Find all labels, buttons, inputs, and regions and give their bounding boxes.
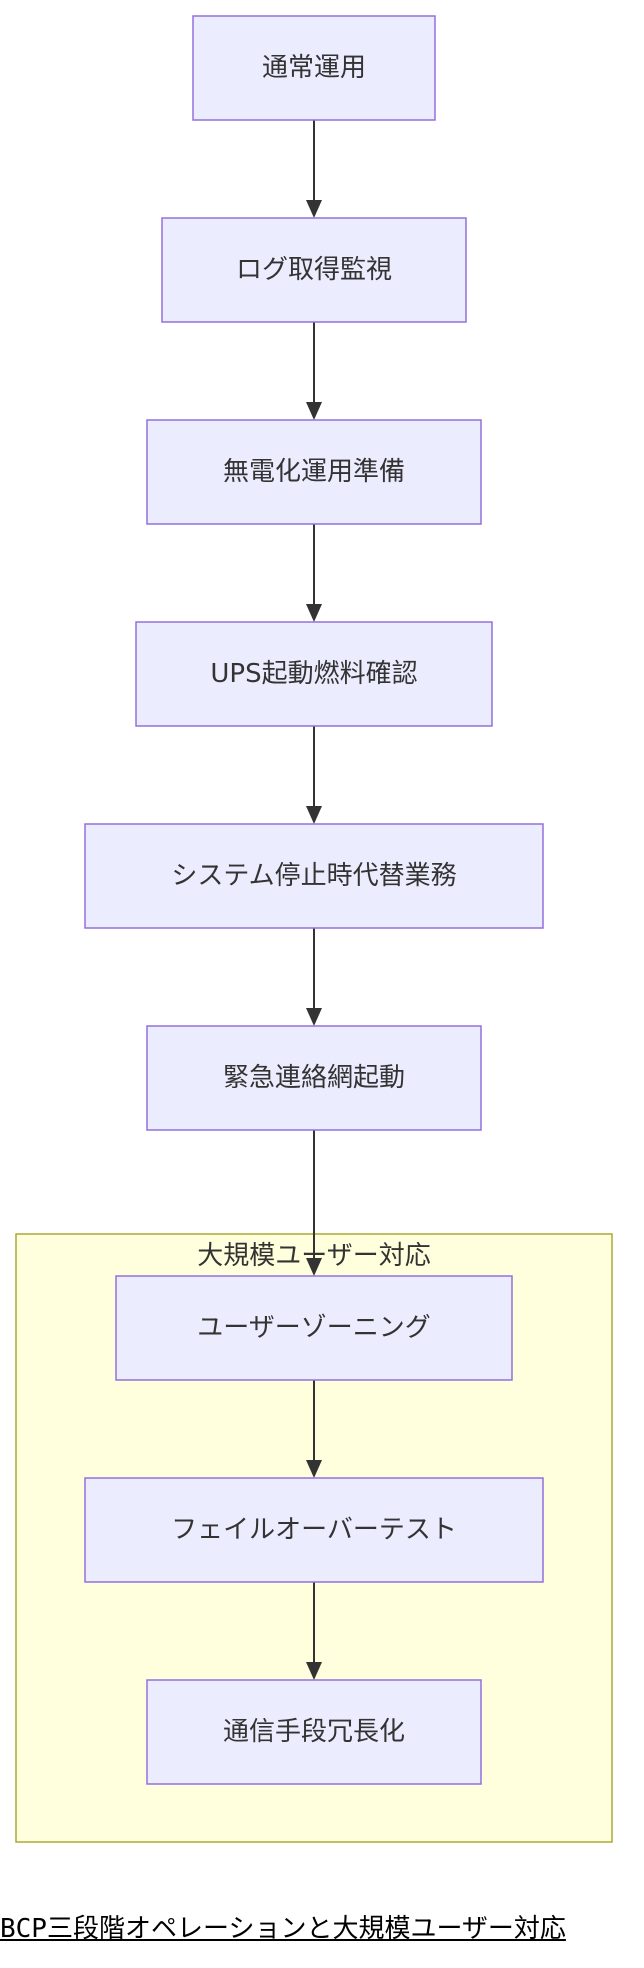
node-box xyxy=(115,1275,513,1381)
node-label: システム停止時代替業務 xyxy=(171,861,456,891)
node-box xyxy=(135,621,493,727)
arrowhead-icon xyxy=(306,1460,322,1478)
arrowhead-icon xyxy=(306,1008,322,1026)
node-label: 通信手段冗長化 xyxy=(223,1717,405,1747)
node-box xyxy=(84,1477,544,1583)
node-n5: システム停止時代替業務 xyxy=(84,823,544,929)
node-n8: フェイルオーバーテスト xyxy=(84,1477,544,1583)
arrowhead-icon xyxy=(306,1258,322,1276)
node-n6: 緊急連絡網起動 xyxy=(146,1025,482,1131)
node-box xyxy=(84,823,544,929)
arrowhead-icon xyxy=(306,806,322,824)
edges xyxy=(306,120,322,1680)
node-label: フェイルオーバーテスト xyxy=(171,1515,457,1545)
node-n1: 通常運用 xyxy=(192,15,436,121)
edge-n3-n4 xyxy=(306,524,322,622)
node-n9: 通信手段冗長化 xyxy=(146,1679,482,1785)
node-label: ログ取得監視 xyxy=(236,255,392,285)
flowchart-diagram: 大規模ユーザー対応 通常運用ログ取得監視無電化運用準備UPS起動燃料確認システム… xyxy=(15,15,613,1843)
node-label: UPS起動燃料確認 xyxy=(210,659,417,689)
arrowhead-icon xyxy=(306,604,322,622)
node-n7: ユーザーゾーニング xyxy=(115,1275,513,1381)
edge-n4-n5 xyxy=(306,726,322,824)
node-label: 通常運用 xyxy=(262,53,366,83)
arrowhead-icon xyxy=(306,200,322,218)
node-label: ユーザーゾーニング xyxy=(197,1313,430,1343)
node-box xyxy=(146,1025,482,1131)
edge-n5-n6 xyxy=(306,928,322,1026)
node-box xyxy=(146,419,482,525)
node-n3: 無電化運用準備 xyxy=(146,419,482,525)
node-label: 緊急連絡網起動 xyxy=(223,1063,405,1093)
edge-n2-n3 xyxy=(306,322,322,420)
edge-n6-n7 xyxy=(306,1130,322,1276)
diagram-caption: BCP三段階オペレーションと大規模ユーザー対応 xyxy=(0,1914,566,1944)
node-label: 無電化運用準備 xyxy=(223,457,405,487)
node-n2: ログ取得監視 xyxy=(161,217,467,323)
arrowhead-icon xyxy=(306,1662,322,1680)
edge-n1-n2 xyxy=(306,120,322,218)
node-box xyxy=(146,1679,482,1785)
arrowhead-icon xyxy=(306,402,322,420)
node-n4: UPS起動燃料確認 xyxy=(135,621,493,727)
node-box xyxy=(192,15,436,121)
edge-n8-n9 xyxy=(306,1582,322,1680)
node-box xyxy=(161,217,467,323)
edge-n7-n8 xyxy=(306,1380,322,1478)
